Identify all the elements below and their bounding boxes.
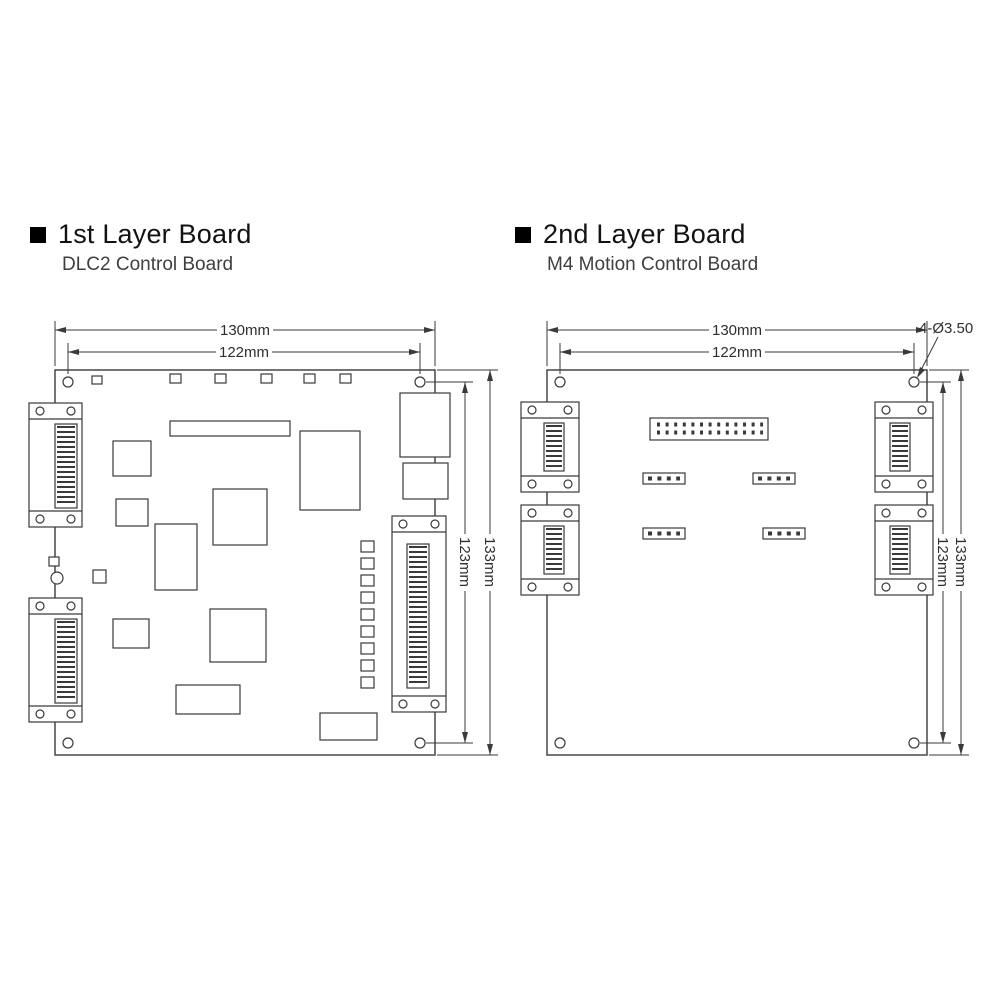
dim-width-outer-left: 130mm [54, 321, 436, 366]
screw-hole [881, 582, 891, 592]
section-heading-1st-layer: 1st Layer Board [30, 219, 252, 250]
dim-width-inner-right: 122mm [559, 343, 915, 374]
jumper-header [642, 527, 686, 540]
db9-connector-top-right [874, 401, 934, 493]
dim-label: 123mm [456, 537, 473, 587]
usb-connector [402, 462, 449, 500]
screw-hole [881, 508, 891, 518]
screw-hole [398, 699, 408, 709]
db25-connector-right [391, 515, 447, 713]
dim-width-inner-left: 122mm [67, 343, 421, 374]
screw-hole [563, 508, 573, 518]
jumper-header [752, 472, 796, 485]
section-bullet-icon [30, 226, 46, 243]
dim-label: 122mm [219, 344, 269, 361]
dim-label: 123mm [934, 537, 951, 587]
screw-hole [35, 601, 45, 611]
jumper-header [762, 527, 806, 540]
hole-size-callout: 4-Ø3.50 [917, 320, 973, 378]
db9-connector-top-left [520, 401, 580, 493]
dim-label: 130mm [220, 322, 270, 339]
section-subtitle-right: M4 Motion Control Board [547, 254, 759, 275]
dim-label: 133mm [952, 537, 969, 587]
dlc2-board-drawing: 130mm 122mm 123mm [28, 321, 498, 756]
screw-hole [66, 406, 76, 416]
section-heading-2nd-layer: 2nd Layer Board [515, 219, 746, 250]
screw-hole [563, 405, 573, 415]
terminal-pads-column [360, 540, 375, 689]
screw-hole [917, 582, 927, 592]
board-components [48, 420, 378, 741]
screw-hole [527, 508, 537, 518]
screw-hole [881, 479, 891, 489]
ethernet-connector [399, 392, 451, 458]
screw-hole [527, 479, 537, 489]
dim-label: 130mm [712, 322, 762, 339]
screw-hole [527, 582, 537, 592]
screw-hole [917, 479, 927, 489]
section-title-right: 2nd Layer Board [543, 219, 746, 249]
section-subtitle-left: DLC2 Control Board [62, 254, 234, 275]
screw-hole [66, 709, 76, 719]
mounting-holes [554, 376, 920, 749]
section-bullet-icon [515, 226, 531, 243]
screw-hole [527, 405, 537, 415]
db9-connector-bottom-right [874, 504, 934, 596]
screw-hole [430, 519, 440, 529]
jumper-header [642, 472, 686, 485]
dim-width-outer-right: 130mm [546, 321, 928, 366]
section-title-left: 1st Layer Board [58, 219, 252, 249]
screw-hole [398, 519, 408, 529]
m4-board-drawing: 130mm 122mm 123mm [520, 320, 973, 756]
pin-header-dual-row [649, 417, 769, 441]
dim-height-inner-left: 123mm [426, 381, 473, 744]
screw-hole [35, 709, 45, 719]
screw-hole [66, 601, 76, 611]
dim-height-outer-right: 133mm [929, 369, 969, 756]
smd-pads [91, 373, 352, 385]
mounting-holes [62, 376, 426, 749]
dim-label: 122mm [712, 344, 762, 361]
screw-hole [917, 508, 927, 518]
screw-hole [563, 479, 573, 489]
screw-hole [430, 699, 440, 709]
dim-label: 133mm [481, 537, 498, 587]
screw-hole [881, 405, 891, 415]
dim-height-outer-left: 133mm [437, 369, 498, 756]
db9-connector-bottom-left [520, 504, 580, 596]
screw-hole [917, 405, 927, 415]
screw-hole [66, 514, 76, 524]
db25-connector-bottom-left [28, 597, 83, 723]
screw-hole [563, 582, 573, 592]
db25-connector-top-left [28, 402, 83, 528]
hole-callout-label: 4-Ø3.50 [919, 320, 973, 337]
screw-hole [35, 406, 45, 416]
dim-height-inner-right: 123mm [920, 381, 951, 744]
screw-hole [35, 514, 45, 524]
